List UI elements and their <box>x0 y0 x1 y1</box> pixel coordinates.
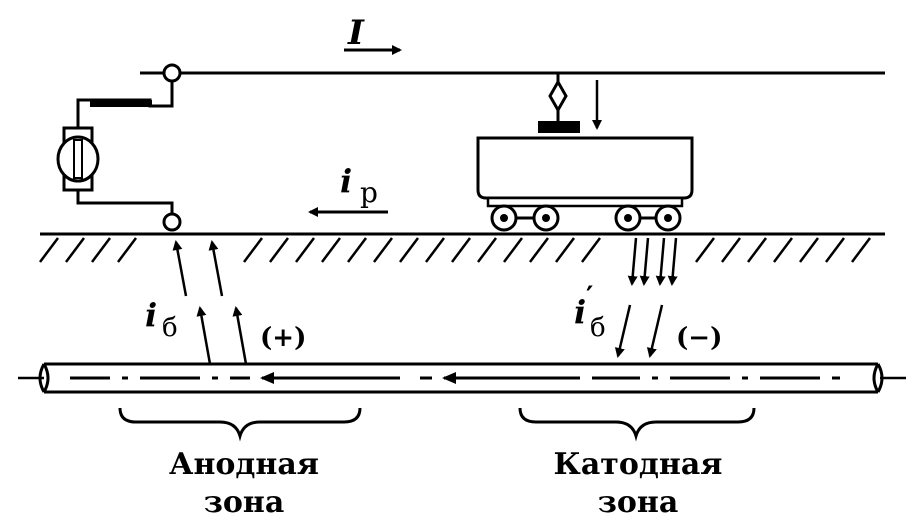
ip-label: i <box>340 162 352 200</box>
leakage-arrows-anode <box>172 240 248 365</box>
tram-car <box>476 73 694 232</box>
leakage-arrows-cathode <box>614 237 678 358</box>
generator-icon <box>56 126 100 192</box>
ib-label: i <box>145 296 157 334</box>
zone-labels: Анодная зона Катодная зона <box>169 447 722 520</box>
current-I-label: I <box>347 13 365 53</box>
traction-substation <box>76 63 182 232</box>
ib-subscript: б <box>162 313 178 343</box>
pipe-current-labels: i б (+) i ′ б (−) <box>145 280 722 353</box>
anode-zone-label-line1: Анодная <box>169 447 319 482</box>
cathode-minus-sign: (−) <box>676 323 722 353</box>
ib-prime-mark: ′ <box>586 280 593 313</box>
ground-surface <box>39 232 885 263</box>
anode-zone-label-line2: зона <box>204 485 285 520</box>
pipeline <box>18 362 906 394</box>
anode-plus-sign: (+) <box>260 323 306 353</box>
cathode-zone-label-line2: зона <box>598 485 679 520</box>
current-I-indicator: I <box>344 13 602 130</box>
cathode-zone-brace <box>518 407 756 442</box>
ip-subscript: р <box>360 176 378 209</box>
ib-prime-label: i <box>574 293 586 331</box>
ib-prime-subscript: б <box>590 313 606 343</box>
return-current-indicator: i р <box>308 162 388 217</box>
cathode-zone-label-line1: Катодная <box>554 447 723 482</box>
anode-zone-brace <box>118 407 362 442</box>
